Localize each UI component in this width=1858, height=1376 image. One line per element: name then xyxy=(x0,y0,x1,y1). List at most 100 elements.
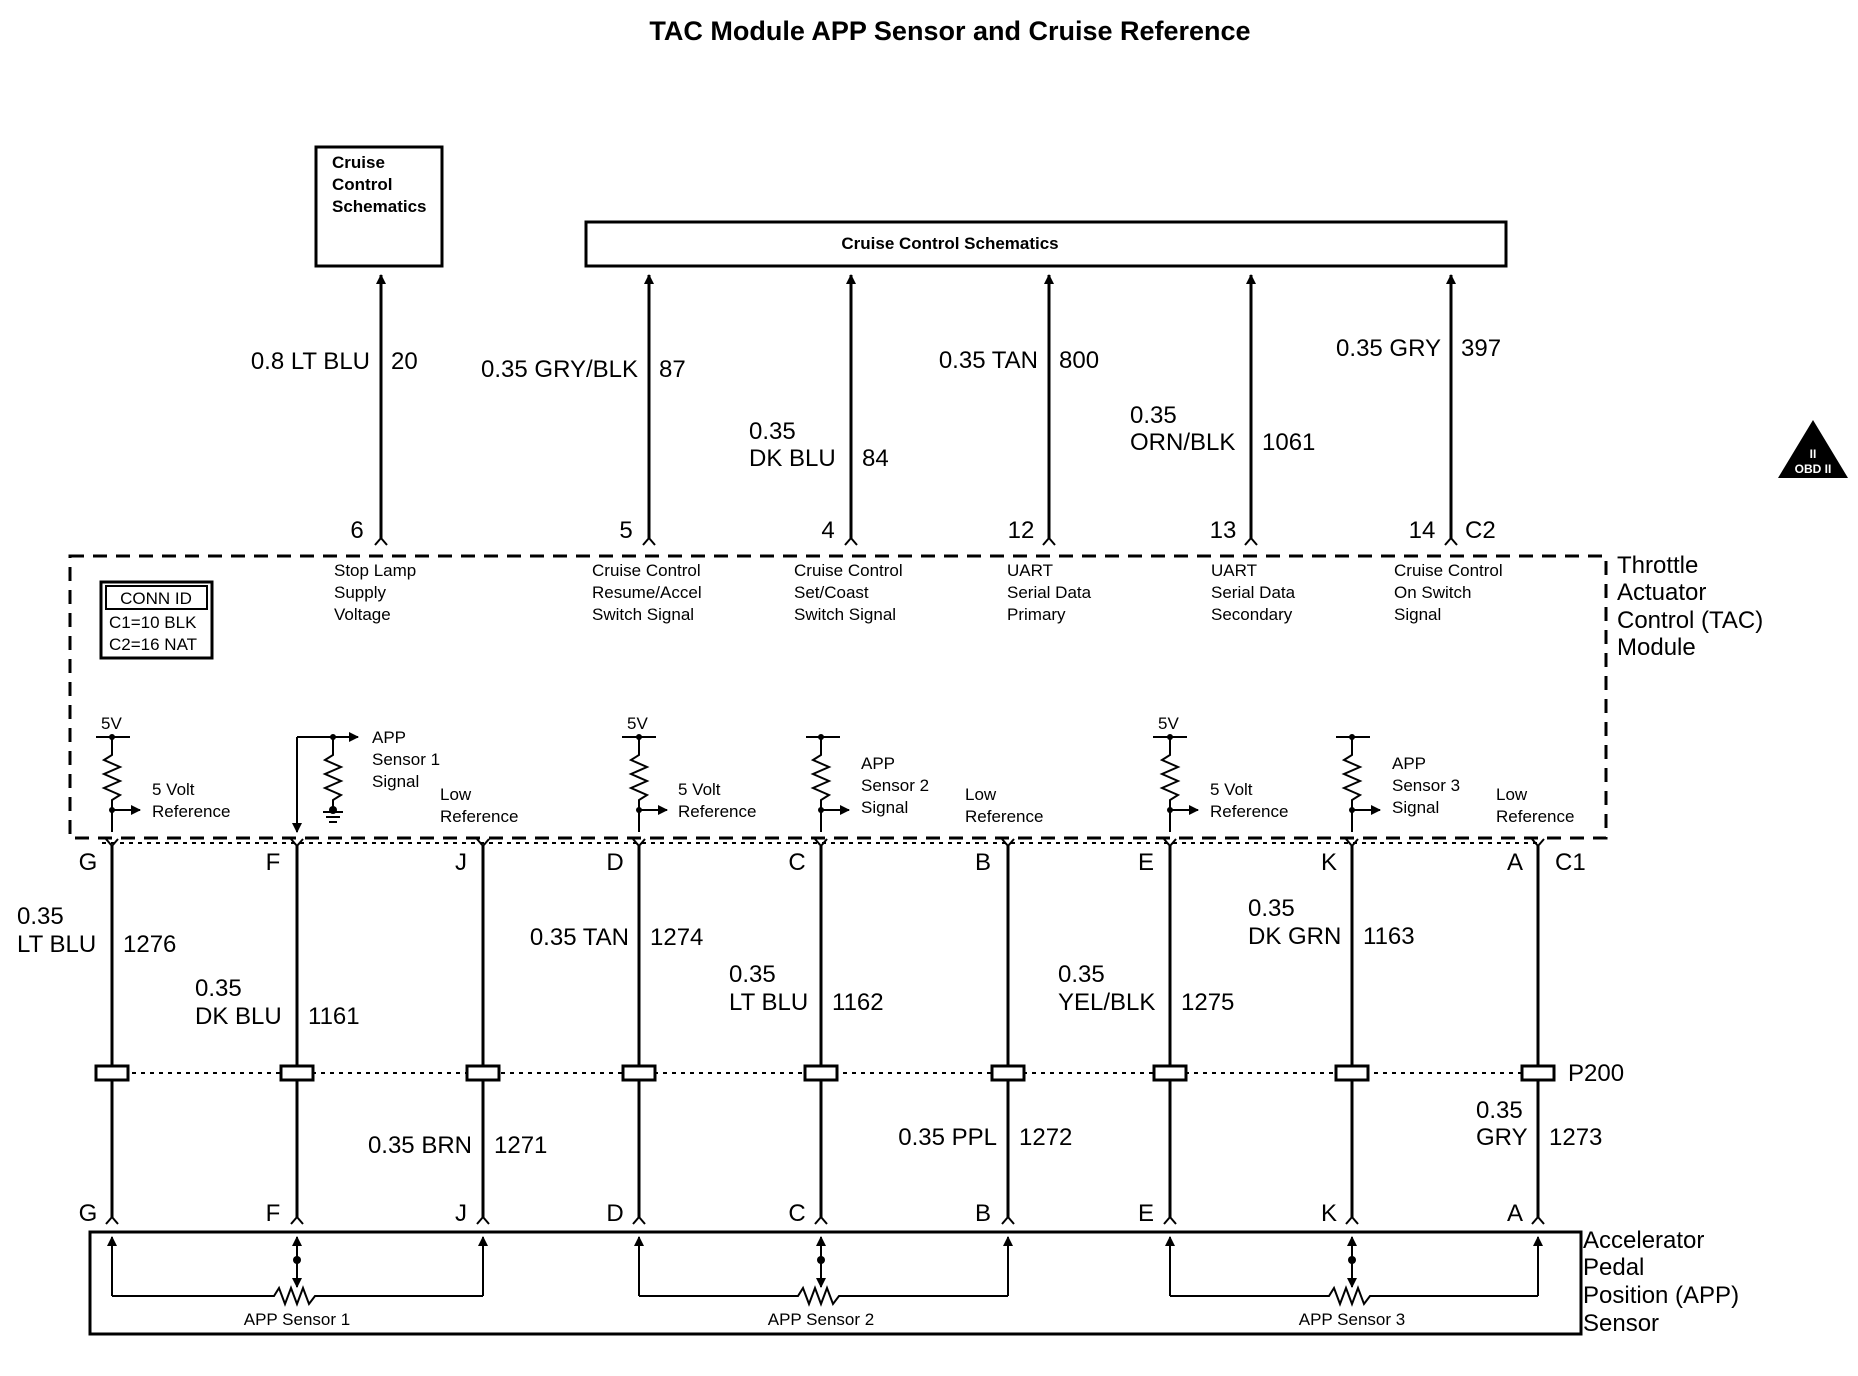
svg-text:0.35 TAN: 0.35 TAN xyxy=(530,924,629,951)
svg-text:Low: Low xyxy=(1496,785,1528,804)
svg-text:F: F xyxy=(266,849,281,876)
svg-text:0.35: 0.35 xyxy=(1130,402,1177,429)
internal-app3-signal: APP Sensor 3 Signal xyxy=(1336,734,1460,832)
svg-text:Low: Low xyxy=(965,785,997,804)
svg-text:Position (APP): Position (APP) xyxy=(1583,1282,1739,1309)
svg-text:G: G xyxy=(79,849,98,876)
c1-wires xyxy=(110,846,1540,1218)
svg-text:Signal: Signal xyxy=(861,798,908,817)
app-pin-labels-bottom: G F J D C B E K A xyxy=(79,1200,1523,1227)
svg-text:A: A xyxy=(1507,1200,1523,1227)
svg-text:P200: P200 xyxy=(1568,1060,1624,1087)
c2-wire-resume-accel: 0.35 GRY/BLK 87 5 Cruise Control Resume/… xyxy=(481,274,702,624)
svg-text:C1=10 BLK: C1=10 BLK xyxy=(109,613,197,632)
svg-text:1274: 1274 xyxy=(650,924,703,951)
c1-pin-chevrons-top xyxy=(105,838,1545,848)
cruise-control-schematics-box-wide: Cruise Control Schematics xyxy=(584,220,1508,268)
svg-text:DK BLU: DK BLU xyxy=(195,1003,282,1030)
c2-wire-cruise-on: 0.35 GRY 397 14 C2 Cruise Control On Swi… xyxy=(1336,274,1503,624)
internal-low-reference-1: Low Reference xyxy=(440,785,518,826)
svg-text:On Switch: On Switch xyxy=(1394,583,1471,602)
svg-text:Module: Module xyxy=(1617,634,1696,661)
svg-text:K: K xyxy=(1321,1200,1337,1227)
svg-text:APP: APP xyxy=(372,728,406,747)
svg-text:II: II xyxy=(1810,447,1817,461)
lower-wire-labels: 0.35 BRN 1271 0.35 PPL 1272 0.35 GRY 127… xyxy=(368,1097,1602,1159)
svg-text:Low: Low xyxy=(440,785,472,804)
svg-text:Cruise Control: Cruise Control xyxy=(794,561,903,580)
svg-text:C: C xyxy=(788,1200,805,1227)
svg-text:ORN/BLK: ORN/BLK xyxy=(1130,429,1235,456)
svg-text:800: 800 xyxy=(1059,347,1099,374)
svg-text:Serial Data: Serial Data xyxy=(1007,583,1092,602)
c2-wire-uart-secondary: 0.35 ORN/BLK 1061 13 UART Serial Data Se… xyxy=(1130,274,1315,624)
svg-text:0.35: 0.35 xyxy=(195,975,242,1002)
svg-text:1061: 1061 xyxy=(1262,429,1315,456)
svg-text:Cruise Control Schematics: Cruise Control Schematics xyxy=(841,234,1058,253)
svg-text:OBD II: OBD II xyxy=(1795,462,1832,476)
svg-text:1162: 1162 xyxy=(832,989,884,1016)
svg-text:C1: C1 xyxy=(1555,849,1586,876)
svg-text:Sensor 3: Sensor 3 xyxy=(1392,776,1460,795)
svg-text:APP: APP xyxy=(1392,754,1426,773)
tac-module-boundary xyxy=(68,554,1608,840)
svg-text:B: B xyxy=(975,1200,991,1227)
svg-text:Reference: Reference xyxy=(440,807,518,826)
svg-text:Cruise Control: Cruise Control xyxy=(592,561,701,580)
svg-text:1273: 1273 xyxy=(1549,1124,1602,1151)
c2-wire-uart-primary: 0.35 TAN 800 12 UART Serial Data Primary xyxy=(939,274,1099,624)
svg-text:APP Sensor 2: APP Sensor 2 xyxy=(768,1310,874,1329)
svg-text:C2: C2 xyxy=(1465,517,1496,544)
internal-5v-reference-1: 5V 5 Volt Reference xyxy=(96,714,230,832)
svg-text:B: B xyxy=(975,849,991,876)
svg-text:A: A xyxy=(1507,849,1523,876)
cruise-control-schematics-box-small: Cruise Control Schematics xyxy=(314,145,444,268)
svg-text:Reference: Reference xyxy=(678,802,756,821)
internal-app1-signal: APP Sensor 1 Signal xyxy=(292,728,440,833)
svg-text:G: G xyxy=(79,1200,98,1227)
svg-text:1276: 1276 xyxy=(123,931,176,958)
internal-5v-reference-3: 5V 5 Volt Reference xyxy=(1153,714,1288,832)
svg-text:APP Sensor 1: APP Sensor 1 xyxy=(244,1310,350,1329)
svg-text:0.35: 0.35 xyxy=(749,418,796,445)
svg-text:397: 397 xyxy=(1461,335,1501,362)
svg-text:Control (TAC): Control (TAC) xyxy=(1617,607,1763,634)
svg-text:Signal: Signal xyxy=(372,772,419,791)
svg-text:0.35: 0.35 xyxy=(1248,895,1295,922)
svg-text:Pedal: Pedal xyxy=(1583,1254,1644,1281)
svg-text:0.35: 0.35 xyxy=(1058,961,1105,988)
internal-app2-signal: APP Sensor 2 Signal xyxy=(806,734,929,832)
app-sensor-3: APP Sensor 3 xyxy=(1165,1236,1543,1329)
app-sensor-2: APP Sensor 2 xyxy=(634,1236,1013,1329)
svg-text:DK GRN: DK GRN xyxy=(1248,923,1341,950)
svg-text:Signal: Signal xyxy=(1394,605,1441,624)
svg-text:Stop Lamp: Stop Lamp xyxy=(334,561,416,580)
app-pin-chevrons-bottom xyxy=(105,1215,1545,1225)
svg-text:Control: Control xyxy=(332,175,392,194)
diagram-title: TAC Module APP Sensor and Cruise Referen… xyxy=(649,16,1250,46)
svg-text:0.8 LT BLU: 0.8 LT BLU xyxy=(251,348,370,375)
svg-text:0.35: 0.35 xyxy=(1476,1097,1523,1124)
svg-text:F: F xyxy=(266,1200,281,1227)
svg-text:Resume/Accel: Resume/Accel xyxy=(592,583,702,602)
svg-text:Sensor 2: Sensor 2 xyxy=(861,776,929,795)
app-sensor-1: APP Sensor 1 xyxy=(107,1236,488,1329)
tac-module-label: Throttle Actuator Control (TAC) Module xyxy=(1617,552,1763,661)
c2-wire-stop-lamp: 0.8 LT BLU 20 6 Stop Lamp Supply Voltage xyxy=(251,274,418,624)
svg-text:C2=16 NAT: C2=16 NAT xyxy=(109,635,197,654)
svg-text:LT BLU: LT BLU xyxy=(17,931,96,958)
svg-text:Throttle: Throttle xyxy=(1617,552,1698,579)
svg-text:84: 84 xyxy=(862,445,889,472)
svg-text:UART: UART xyxy=(1211,561,1257,580)
internal-5v-reference-2: 5V 5 Volt Reference xyxy=(622,714,756,832)
svg-text:12: 12 xyxy=(1008,517,1035,544)
svg-text:Serial Data: Serial Data xyxy=(1211,583,1296,602)
svg-text:1275: 1275 xyxy=(1181,989,1234,1016)
svg-text:DK BLU: DK BLU xyxy=(749,445,836,472)
svg-text:Schematics: Schematics xyxy=(332,197,427,216)
svg-text:0.35 GRY/BLK: 0.35 GRY/BLK xyxy=(481,356,638,383)
svg-text:Secondary: Secondary xyxy=(1211,605,1293,624)
svg-text:Reference: Reference xyxy=(152,802,230,821)
svg-text:Sensor: Sensor xyxy=(1583,1310,1659,1337)
svg-text:4: 4 xyxy=(821,517,834,544)
